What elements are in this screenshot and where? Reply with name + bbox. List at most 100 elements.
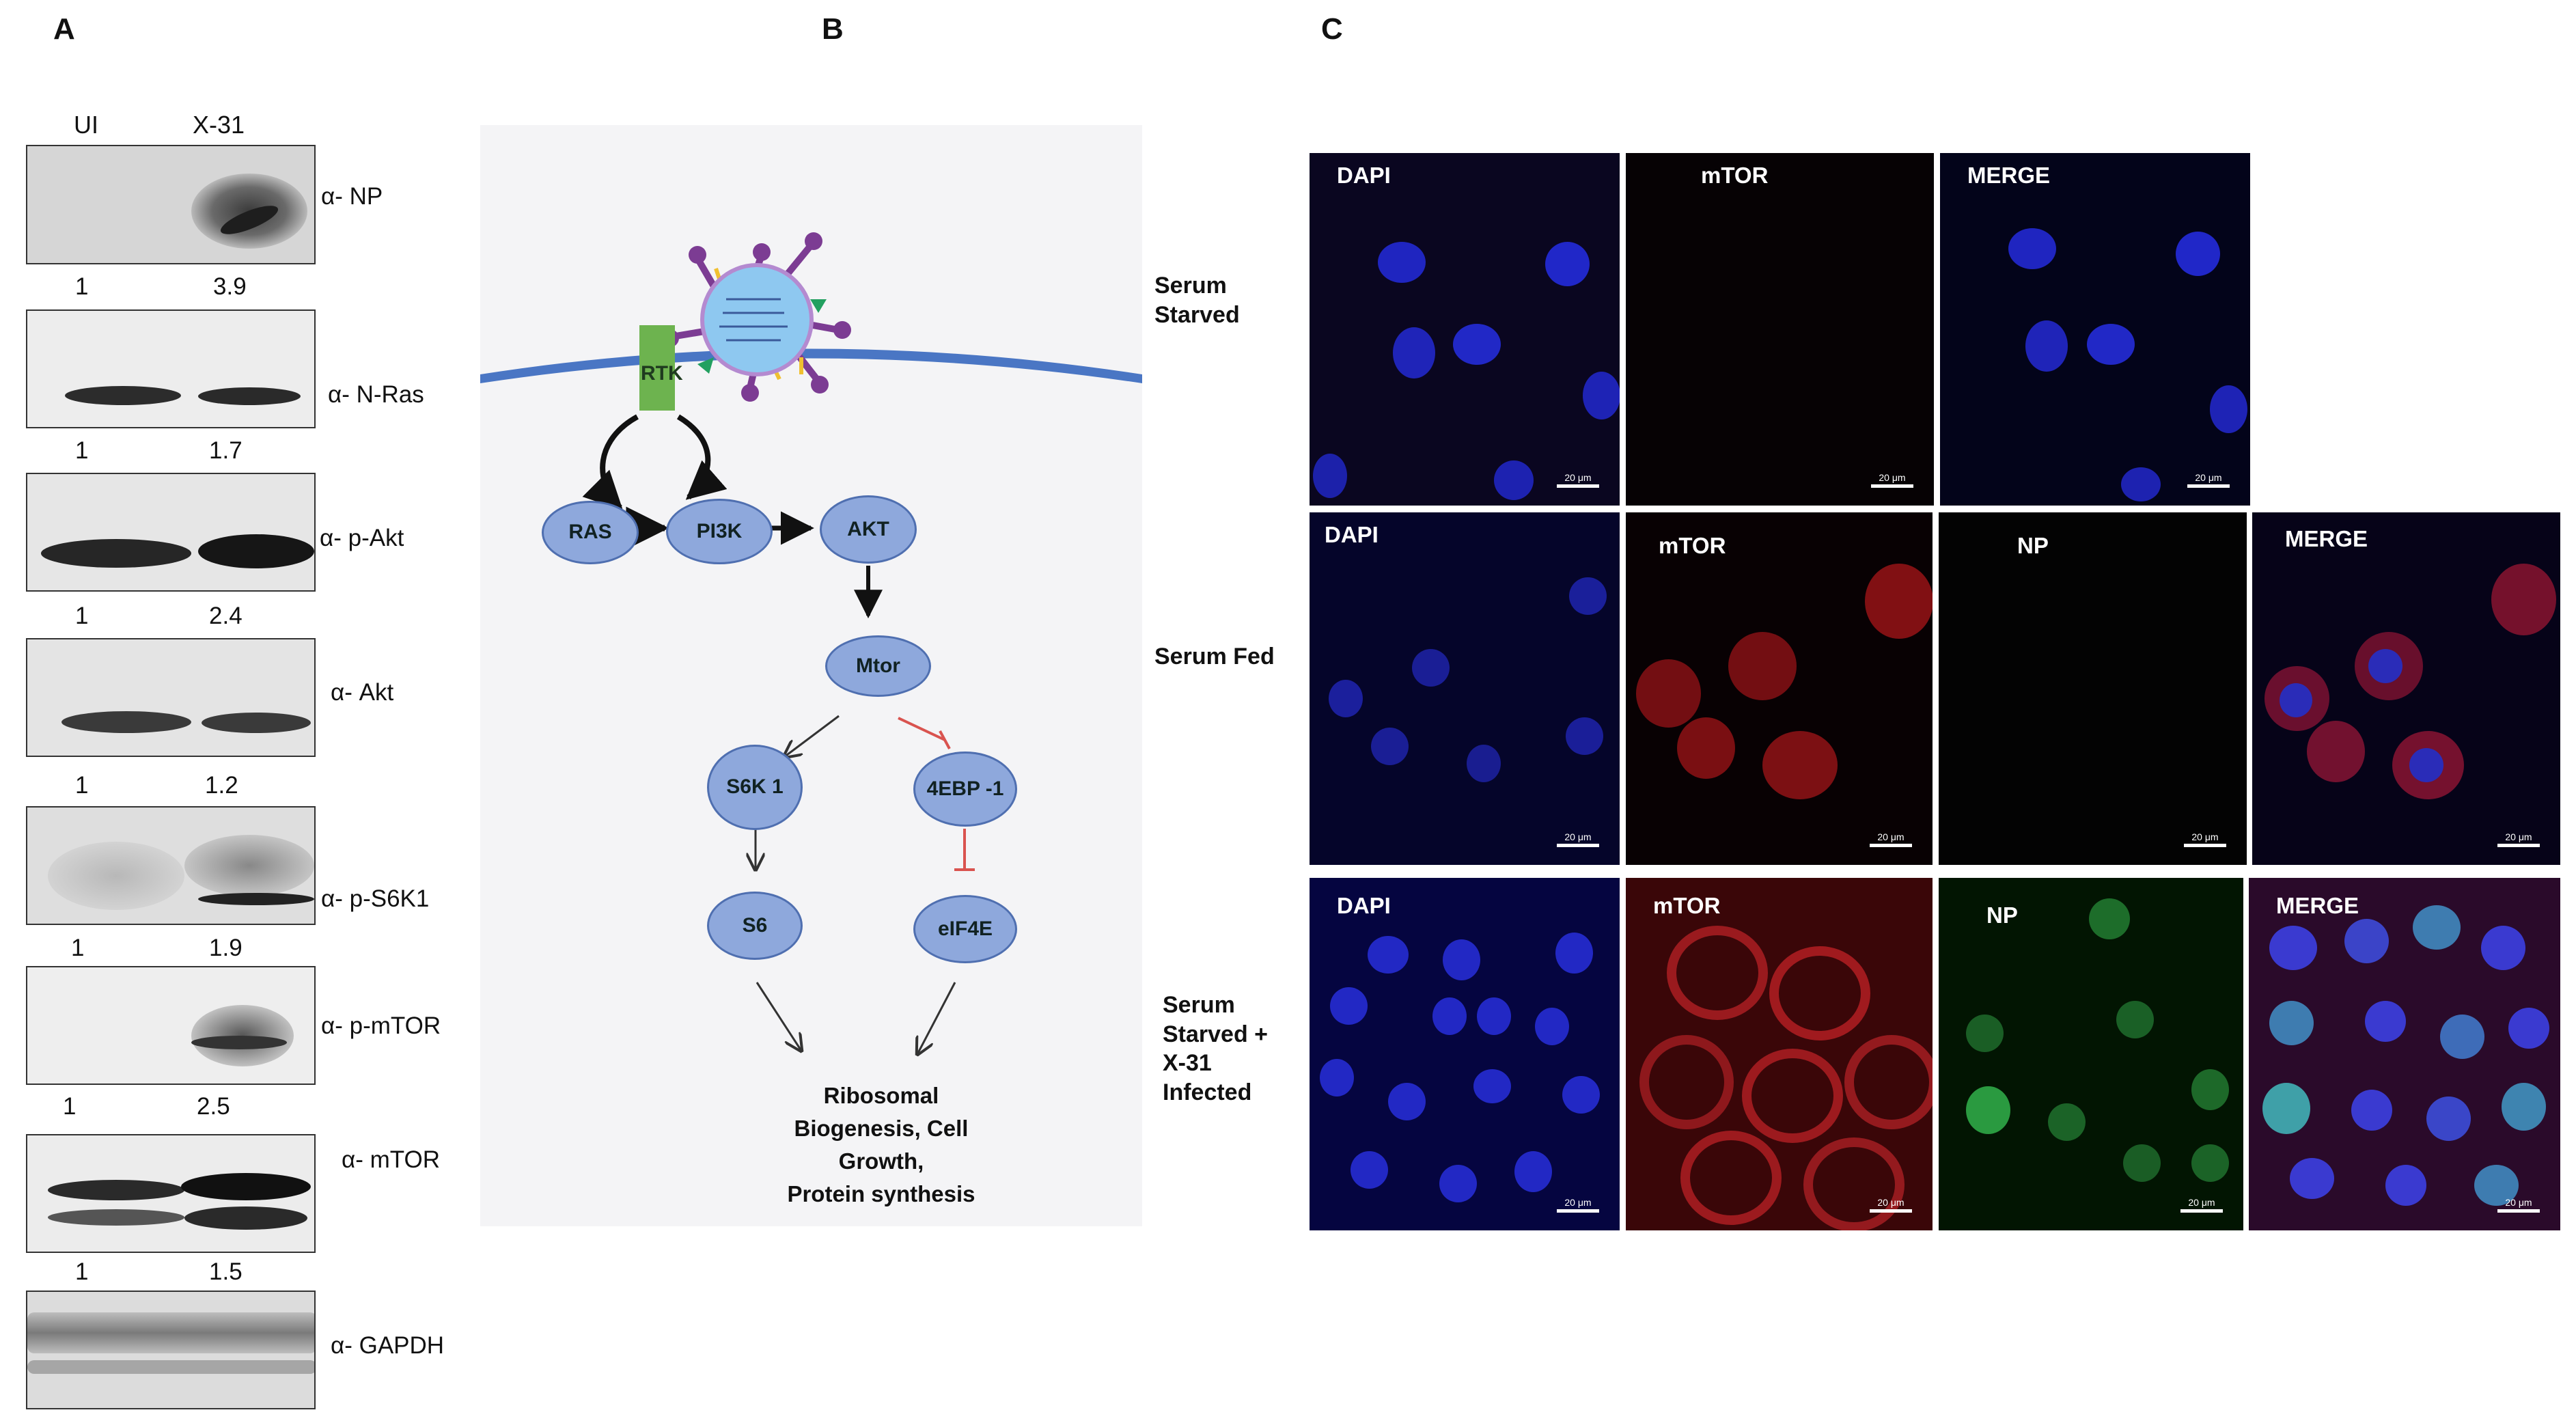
lane-label-x31: X-31 <box>193 111 245 139</box>
channel-label: MERGE <box>2276 893 2359 918</box>
quant-value: 1 <box>75 603 89 629</box>
node-s6: S6 <box>707 892 803 960</box>
lane-label-ui: UI <box>74 111 98 139</box>
mtor-inhibits-4ebp1 <box>898 717 945 741</box>
channel-label: mTOR <box>1653 893 1721 918</box>
pathway-graphics <box>480 232 1142 1226</box>
scale-bar: 20 μm <box>1557 1197 1599 1213</box>
blot-mtor <box>26 1134 316 1253</box>
quant-value: 1.5 <box>209 1258 243 1285</box>
row-label-line: Starved + <box>1163 1021 1269 1047</box>
row-label-line: X-31 <box>1163 1050 1212 1076</box>
antibody-label-gapdh: α- GAPDH <box>331 1332 445 1359</box>
eif4e-to-outcome-arrow <box>917 982 956 1054</box>
image-serum-starved-dapi: DAPI 20 μm <box>1308 152 1621 507</box>
row-label-serum-fed: Serum Fed <box>1154 642 1275 672</box>
quant-value: 1.2 <box>205 772 238 799</box>
outcome-line: Biogenesis, Cell <box>794 1115 969 1141</box>
channel-label: DAPI <box>1337 893 1391 918</box>
quant-value: 2.5 <box>197 1093 230 1120</box>
antibody-label-akt: α- Akt <box>331 679 394 706</box>
row-label-line: Serum <box>1163 992 1235 1018</box>
image-serum-starved-merge: MERGE 20 μm <box>1939 152 2252 507</box>
image-serum-fed-np: NP 20 μm <box>1937 511 2248 866</box>
channel-label: NP <box>1986 902 2018 928</box>
quant-value: 1 <box>75 1258 89 1285</box>
row-label-infected: Serum Starved + X-31 Infected <box>1163 991 1268 1107</box>
channel-label: NP <box>2017 533 2049 558</box>
scale-bar: 20 μm <box>1557 831 1599 847</box>
quant-value: 1.9 <box>209 935 243 961</box>
scale-bar: 20 μm <box>1871 472 1913 488</box>
quant-value: 1 <box>75 437 89 464</box>
row-label-serum-starved: Serum Starved <box>1154 271 1240 329</box>
rtk-receptor <box>639 325 675 411</box>
channel-label: DAPI <box>1337 163 1391 188</box>
image-serum-fed-merge: MERGE 20 μm <box>2251 511 2562 866</box>
scale-bar: 20 μm <box>1870 1197 1912 1213</box>
channel-label: MERGE <box>1967 163 2051 188</box>
node-eif4e: eIF4E <box>913 895 1017 963</box>
blot-p-akt <box>26 473 316 592</box>
outcome-line: Ribosomal <box>823 1083 939 1108</box>
quant-value: 1 <box>75 273 89 300</box>
image-infected-np: NP 20 μm <box>1937 877 2245 1232</box>
image-serum-fed-dapi: DAPI 20 μm <box>1308 511 1621 866</box>
scale-bar: 20 μm <box>2180 1197 2223 1213</box>
row-label-line: Starved <box>1154 301 1240 328</box>
row-label-line: Serum Fed <box>1154 644 1275 670</box>
blot-p-mtor <box>26 966 316 1085</box>
cell-membrane <box>480 348 1142 383</box>
channel-label: DAPI <box>1325 522 1379 547</box>
antibody-label-n-ras: α- N-Ras <box>328 381 424 408</box>
quant-value: 3.9 <box>213 273 247 300</box>
s6-to-outcome-arrow <box>756 982 801 1051</box>
rtk-to-pi3k-arrow <box>676 414 728 500</box>
channel-label: MERGE <box>2285 526 2368 551</box>
antibody-label-p-s6k1: α- p-S6K1 <box>321 885 430 912</box>
quant-value: 1 <box>71 935 85 961</box>
image-serum-fed-mtor: mTOR 20 μm <box>1624 511 1934 866</box>
quant-value: 1 <box>75 772 89 799</box>
channel-label: mTOR <box>1701 163 1769 188</box>
quant-value: 2.4 <box>209 603 243 629</box>
channel-label: mTOR <box>1659 533 1726 558</box>
outcome-line: Protein synthesis <box>787 1181 975 1206</box>
panel-label-c: C <box>1321 12 1343 46</box>
node-ras: RAS <box>542 501 639 564</box>
scale-bar: 20 μm <box>2497 1197 2540 1213</box>
image-serum-starved-mtor: mTOR 20 μm <box>1624 152 1935 507</box>
blot-gapdh <box>26 1291 316 1409</box>
panel-label-a: A <box>53 12 75 46</box>
row-label-line: Infected <box>1163 1079 1252 1105</box>
blot-p-s6k1 <box>26 806 316 925</box>
image-infected-mtor: mTOR 20 μm <box>1624 877 1934 1232</box>
antibody-label-p-mtor: α- p-mTOR <box>321 1012 441 1039</box>
scale-bar: 20 μm <box>1557 472 1599 488</box>
scale-bar: 20 μm <box>2184 831 2226 847</box>
antibody-label-mtor: α- mTOR <box>342 1146 441 1173</box>
rtk-to-ras-arrow <box>582 414 639 510</box>
scale-bar: 20 μm <box>2187 472 2230 488</box>
node-s6k1: S6K 1 <box>707 745 803 830</box>
virus-icon <box>661 232 851 402</box>
scale-bar: 20 μm <box>1870 831 1912 847</box>
node-akt: AKT <box>820 495 917 564</box>
rtk-label: RTK <box>641 362 683 385</box>
pathway-outcome: Ribosomal Biogenesis, Cell Growth, Prote… <box>772 1079 991 1210</box>
blot-n-ras <box>26 309 316 428</box>
row-label-line: Serum <box>1154 273 1227 299</box>
image-infected-merge: MERGE 20 μm <box>2247 877 2562 1232</box>
blot-akt <box>26 638 316 757</box>
panel-label-b: B <box>822 12 844 46</box>
node-pi3k: PI3K <box>666 499 773 564</box>
blot-np <box>26 145 316 264</box>
antibody-label-np: α- NP <box>321 183 383 210</box>
scale-bar: 20 μm <box>2497 831 2540 847</box>
quant-value: 1.7 <box>209 437 243 464</box>
mtor-to-s6k1-arrow <box>784 715 840 757</box>
outcome-line: Growth, <box>838 1148 924 1174</box>
antibody-label-p-akt: α- p-Akt <box>320 525 404 551</box>
image-infected-dapi: DAPI 20 μm <box>1308 877 1621 1232</box>
node-4ebp1: 4EBP -1 <box>913 751 1017 827</box>
